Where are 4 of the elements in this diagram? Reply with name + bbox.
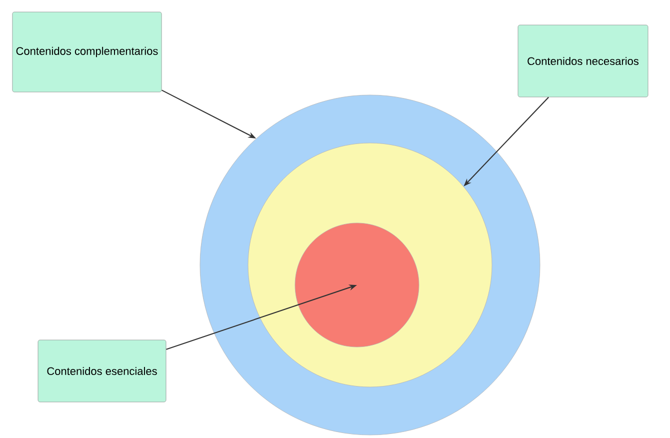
text-box: Contenidos necesarios bbox=[518, 24, 648, 98]
text-box: Contenidos esenciales bbox=[38, 340, 166, 402]
text-box: Contenidos complementarios bbox=[12, 12, 162, 92]
circle bbox=[294, 222, 420, 348]
